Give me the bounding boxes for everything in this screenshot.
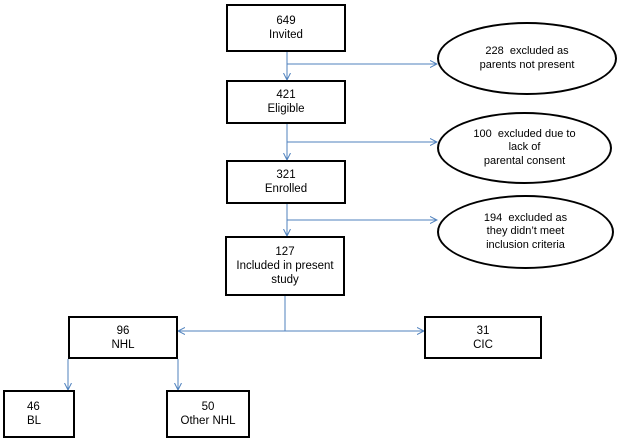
- cic-label: CIC: [473, 338, 493, 351]
- enrolled-label: Enrolled: [264, 183, 308, 195]
- other-nhl-box: 50 Other NHL: [166, 390, 250, 438]
- excluded-criteria-line3: inclusion criteria: [486, 238, 565, 251]
- included-line1: Included in present: [236, 260, 334, 272]
- cic-count: 31: [476, 324, 490, 337]
- excluded-criteria-line1: 194 excluded as: [483, 211, 568, 224]
- other-nhl-label: Other NHL: [180, 415, 236, 427]
- invited-label: Invited: [269, 29, 303, 41]
- excluded-consent-line2: lack of: [508, 141, 541, 154]
- invited-count: 649: [276, 15, 296, 27]
- bl-label: BL: [27, 415, 42, 427]
- cic-box: 31 CIC: [424, 316, 542, 359]
- invited-box: 649 Invited: [226, 4, 346, 52]
- excluded-criteria-ellipse: 194 excluded as they didn’t meet inclusi…: [437, 195, 614, 269]
- enrolled-box: 321 Enrolled: [226, 160, 346, 204]
- eligible-box: 421 Eligible: [226, 80, 346, 124]
- included-box: 127 Included in present study: [225, 236, 345, 296]
- excluded-parents-ellipse: 228 excluded as parents not present: [437, 22, 617, 95]
- excluded-criteria-line2: they didn’t meet: [486, 225, 565, 238]
- included-line2: study: [271, 274, 299, 286]
- excluded-consent-ellipse: 100 excluded due to lack of parental con…: [437, 112, 612, 184]
- eligible-count: 421: [276, 89, 296, 101]
- other-nhl-count: 50: [201, 401, 215, 413]
- nhl-label: NHL: [111, 338, 135, 351]
- bl-count: 46: [27, 401, 40, 413]
- nhl-count: 96: [116, 324, 130, 337]
- excluded-parents-line2: parents not present: [479, 58, 575, 71]
- bl-box: 46 BL: [3, 390, 75, 438]
- enrolled-count: 321: [276, 169, 296, 181]
- excluded-parents-line1: 228 excluded as: [485, 45, 569, 57]
- nhl-box: 96 NHL: [68, 316, 178, 359]
- eligible-label: Eligible: [267, 103, 305, 115]
- excluded-consent-line3: parental consent: [483, 154, 566, 167]
- excluded-consent-line1: 100 excluded due to: [473, 127, 576, 140]
- included-count: 127: [275, 246, 295, 258]
